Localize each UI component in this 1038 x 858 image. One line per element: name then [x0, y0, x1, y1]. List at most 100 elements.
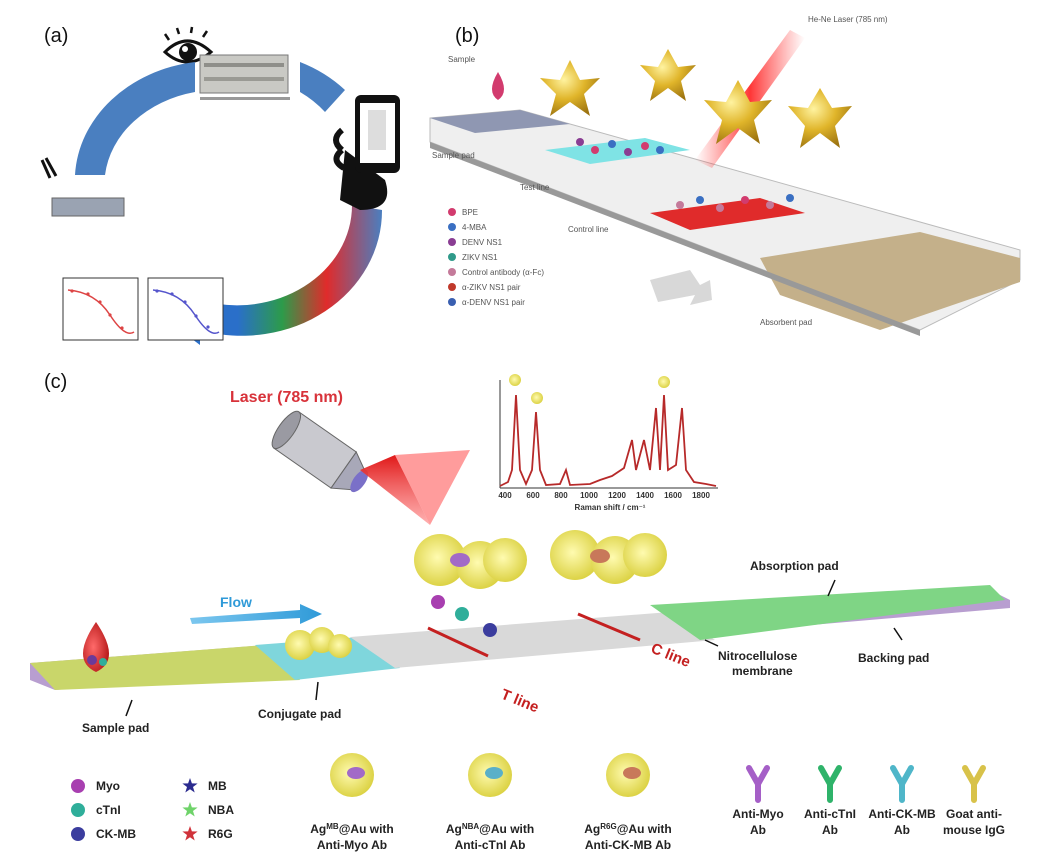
- panel-a-label: (a): [44, 25, 68, 47]
- legend-c-text: MB: [208, 779, 227, 793]
- legend-b-text: DENV NS1: [462, 238, 503, 247]
- panel-c-label: (c): [44, 371, 67, 393]
- gold-nanostar: [788, 88, 852, 148]
- antibody-label-1: Goat anti-: [946, 807, 1002, 821]
- legend-b-marker: [448, 283, 456, 291]
- gold-nanostar: [640, 49, 696, 101]
- np-cluster-conjugate: [285, 627, 352, 660]
- flow-arrow-c: [190, 604, 322, 624]
- calibration-plot-1: [62, 277, 139, 341]
- absorbent-pad-b: [760, 232, 1020, 330]
- antibody-cluster-control: [676, 194, 794, 212]
- antibody-label-2: mouse IgG: [943, 823, 1005, 837]
- legend-b-text: Control antibody (α-Fc): [462, 268, 544, 277]
- blood-drop-icon-b: [492, 72, 504, 100]
- sample-pad-c: [30, 645, 300, 690]
- panel-b: (b) He-Ne Laser (785 nm): [429, 15, 1021, 336]
- antibody-icon: [746, 765, 770, 803]
- panel-a: (a): [40, 25, 400, 345]
- laser-head-icon: [271, 410, 369, 493]
- legend-c-star: [182, 826, 198, 841]
- pointer: [704, 639, 719, 647]
- raman-tick-label: 600: [526, 491, 540, 500]
- legend-c-text: CK-MB: [96, 827, 136, 841]
- legend-b-marker: [448, 298, 456, 306]
- pointer: [893, 627, 903, 641]
- conjugate-pad-label: Conjugate pad: [258, 707, 341, 721]
- legend-c-marker: [71, 827, 85, 841]
- antibody-label-1: Anti-CK-MB: [868, 807, 936, 821]
- np-peak-icon: [509, 374, 521, 386]
- antibody-label-2: Ab: [750, 823, 766, 837]
- laser-label-b: He-Ne Laser (785 nm): [808, 15, 888, 24]
- np-peak-icon: [658, 376, 670, 388]
- legend-b-marker: [448, 223, 456, 231]
- legend-c-text: R6G: [208, 827, 233, 841]
- raman-tick-label: 800: [554, 491, 568, 500]
- antibody-icon: [890, 765, 914, 803]
- legend-b-marker: [448, 268, 456, 276]
- absorption-pad-label: Absorption pad: [750, 559, 839, 573]
- legend-c-star: [182, 778, 198, 793]
- legend-b-marker: [448, 238, 456, 246]
- control-line-label-b: Control line: [568, 225, 609, 234]
- legend-c-text: Myo: [96, 779, 120, 793]
- legend-b-marker: [448, 208, 456, 216]
- legend-b-text: α-DENV NS1 pair: [462, 298, 525, 307]
- c-line-mark: [577, 612, 641, 642]
- absorbent-pad-label-b: Absorbent pad: [760, 318, 812, 327]
- np-legend-core: [623, 767, 641, 779]
- raman-tick-label: 1200: [608, 491, 626, 500]
- legend-c-star: [182, 802, 198, 817]
- absorption-pad-c: [650, 585, 1005, 640]
- pipette-icon: [40, 157, 58, 179]
- np-legend-line1: AgMB@Au with: [310, 822, 393, 837]
- antibody-label-2: Ab: [822, 823, 838, 837]
- laser-cone: [360, 455, 430, 525]
- cycle-arc-right: [300, 62, 345, 112]
- t-line-mark: [427, 626, 489, 658]
- raman-tick-label: 1000: [580, 491, 598, 500]
- legend-b-text: α-ZIKV NS1 pair: [462, 283, 521, 292]
- nitrocellulose-label-2: membrane: [732, 664, 793, 678]
- np-legend-core: [485, 767, 503, 779]
- legend-b-text: BPE: [462, 208, 478, 217]
- np-cluster-c-line: [550, 530, 667, 584]
- test-strip: [51, 197, 125, 217]
- test-line-label-b: Test line: [520, 183, 550, 192]
- nitrocellulose-membrane: [350, 612, 715, 668]
- sample-pad-label-b: Sample pad: [432, 151, 475, 160]
- np-legend-core: [347, 767, 365, 779]
- raman-tick-label: 400: [498, 491, 512, 500]
- gold-nanostar: [704, 80, 772, 144]
- antibody-icon: [818, 765, 842, 803]
- backing-pad-label: Backing pad: [858, 651, 929, 665]
- antibody-label-2: Ab: [894, 823, 910, 837]
- raman-tick-label: 1800: [692, 491, 710, 500]
- c-line-label: C line: [649, 640, 693, 671]
- np-peak-icon: [531, 392, 543, 404]
- flow-arrow-b: [650, 270, 712, 305]
- antibody-label-1: Anti-cTnI: [804, 807, 856, 821]
- flow-label: Flow: [220, 594, 252, 610]
- legend-c-marker: [71, 803, 85, 817]
- laser-beam-b: [695, 30, 805, 168]
- gold-nanostar: [540, 60, 600, 116]
- gel-image: [199, 54, 290, 100]
- smartphone-icon: [333, 95, 400, 210]
- laser-label-c: Laser (785 nm): [230, 389, 343, 406]
- raman-tick-label: 1600: [664, 491, 682, 500]
- sample-label-b: Sample: [448, 55, 476, 64]
- t-line-label: T line: [499, 686, 542, 716]
- np-legend-line2: Anti-cTnI Ab: [455, 838, 526, 852]
- np-legend-line1: AgNBA@Au with: [446, 822, 534, 837]
- antibody-icon: [962, 765, 986, 803]
